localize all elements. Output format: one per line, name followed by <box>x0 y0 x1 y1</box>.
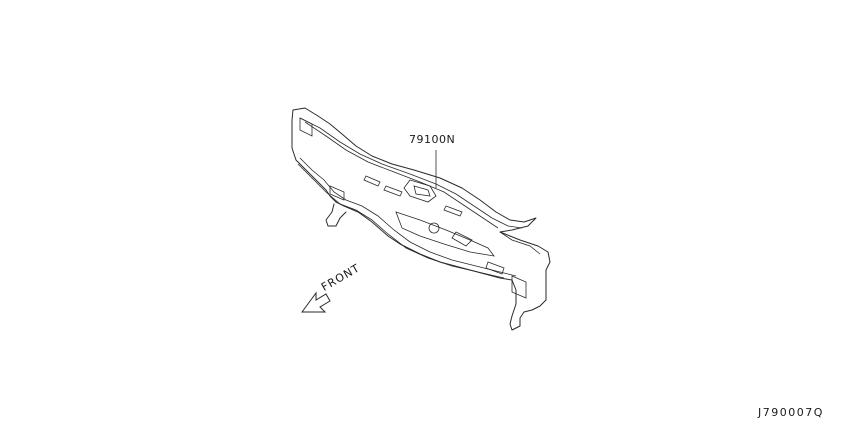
lower-recess <box>395 211 495 257</box>
round-hole <box>428 222 440 234</box>
top-flange-inner <box>304 121 499 229</box>
left-end-detail <box>299 117 313 137</box>
slot-3 <box>443 205 463 217</box>
slot-1 <box>363 175 381 187</box>
slot-5 <box>329 185 345 201</box>
center-recess-inner <box>413 185 431 197</box>
lower-edge-2 <box>297 163 505 279</box>
center-recess <box>403 179 437 203</box>
slot-4 <box>451 231 473 247</box>
slot-2 <box>383 185 403 197</box>
right-end-box <box>511 275 527 299</box>
part-number-label: 79100N <box>409 133 456 146</box>
diagram-id-label: J790007Q <box>758 406 824 419</box>
left-bracket <box>325 203 347 227</box>
front-arrow-icon <box>301 291 331 313</box>
right-end-line <box>499 231 541 255</box>
slot-6 <box>485 261 505 275</box>
top-flange <box>299 117 523 229</box>
lower-edge <box>299 157 517 277</box>
